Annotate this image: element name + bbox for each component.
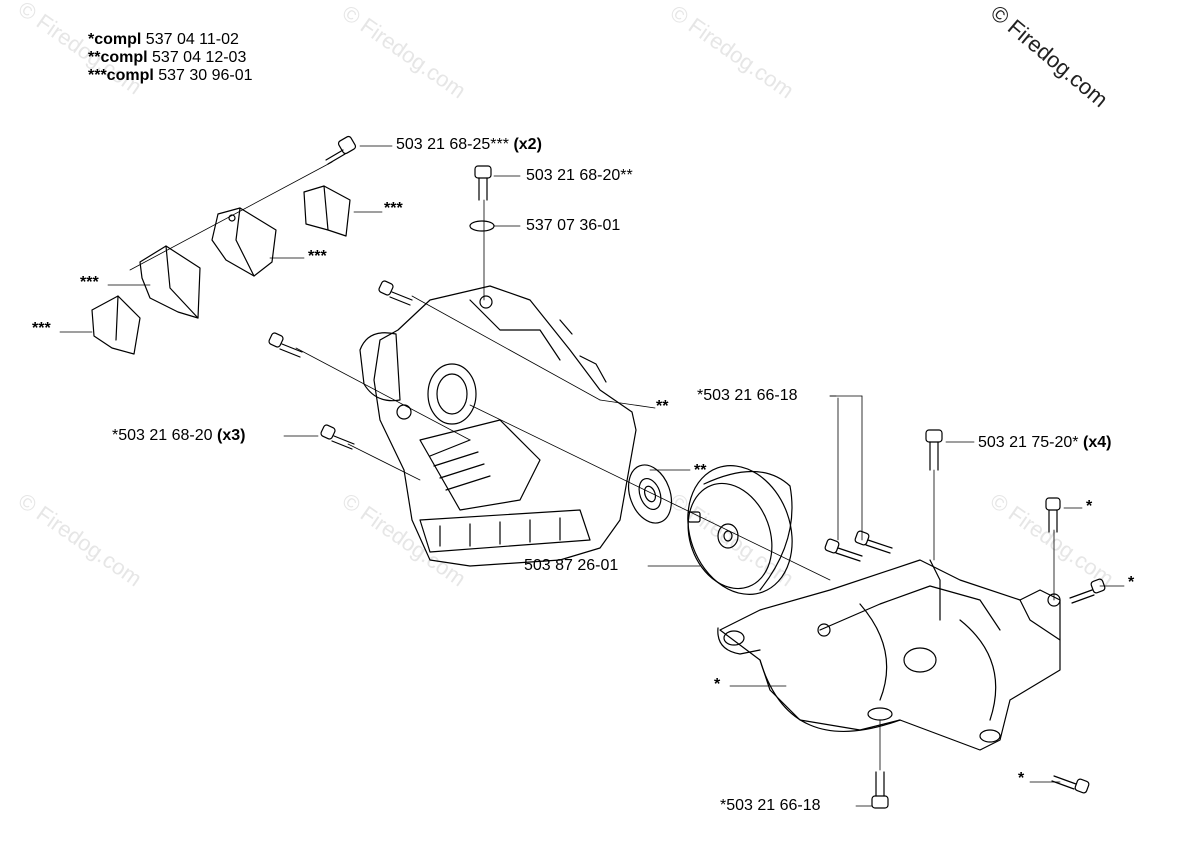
screw-bottom-angled bbox=[1051, 775, 1090, 794]
screw-bracket-1 bbox=[824, 538, 863, 562]
screw-vertical-right bbox=[925, 429, 943, 471]
label-kit-marker: *** bbox=[308, 248, 327, 265]
clutch-housing bbox=[359, 285, 637, 567]
label-screw-20: 503 21 68-20** bbox=[526, 167, 633, 184]
bolt-top bbox=[325, 135, 357, 165]
label-bolt-x2: 503 21 68-25*** (x2) bbox=[396, 136, 542, 153]
label-kit-marker: ** bbox=[656, 398, 669, 415]
clamp-half-right bbox=[303, 185, 351, 237]
label-kit-marker: *** bbox=[80, 274, 99, 291]
label-circlip: 537 07 36-01 bbox=[526, 217, 621, 234]
screw-right-2 bbox=[1069, 578, 1106, 604]
label-bolt-x3: *503 21 68-20 (x3) bbox=[112, 427, 246, 444]
kit-legend: *compl 537 04 11-02 **compl 537 04 12-03… bbox=[88, 31, 253, 85]
bolt-housing-1 bbox=[378, 280, 413, 306]
legend-row: **compl 537 04 12-03 bbox=[88, 49, 247, 66]
label-screw-18-bottom: *503 21 66-18 bbox=[720, 797, 821, 814]
screw-vertical bbox=[474, 165, 492, 201]
bearing bbox=[627, 464, 673, 524]
bolt-housing-2 bbox=[268, 332, 303, 358]
leader-lines bbox=[59, 145, 1125, 807]
clamp-block bbox=[139, 245, 201, 319]
clutch-drum bbox=[687, 465, 793, 595]
label-clutch-drum: 503 87 26-01 bbox=[524, 557, 619, 574]
label-screw-18-top: *503 21 66-18 bbox=[697, 387, 798, 404]
clamp-half-left bbox=[91, 295, 141, 355]
screw-bracket-2 bbox=[854, 530, 893, 554]
label-kit-marker: * bbox=[1128, 574, 1135, 591]
label-kit-marker: *** bbox=[384, 200, 403, 217]
label-kit-marker: * bbox=[714, 676, 721, 693]
bolt-housing-3 bbox=[320, 424, 355, 450]
label-kit-marker: * bbox=[1018, 770, 1025, 787]
mounting-bracket bbox=[717, 559, 1061, 751]
screw-right-1 bbox=[1045, 497, 1061, 533]
clamp-sleeve bbox=[211, 207, 277, 277]
circlip-ring bbox=[469, 220, 495, 232]
screw-bottom-vertical bbox=[871, 771, 889, 809]
label-screw-75: 503 21 75-20* (x4) bbox=[978, 434, 1112, 451]
label-kit-marker: ** bbox=[694, 462, 707, 479]
label-kit-marker: * bbox=[1086, 498, 1093, 515]
legend-row: ***compl 537 30 96-01 bbox=[88, 67, 253, 84]
legend-row: *compl 537 04 11-02 bbox=[88, 31, 239, 48]
label-kit-marker: *** bbox=[32, 320, 51, 337]
